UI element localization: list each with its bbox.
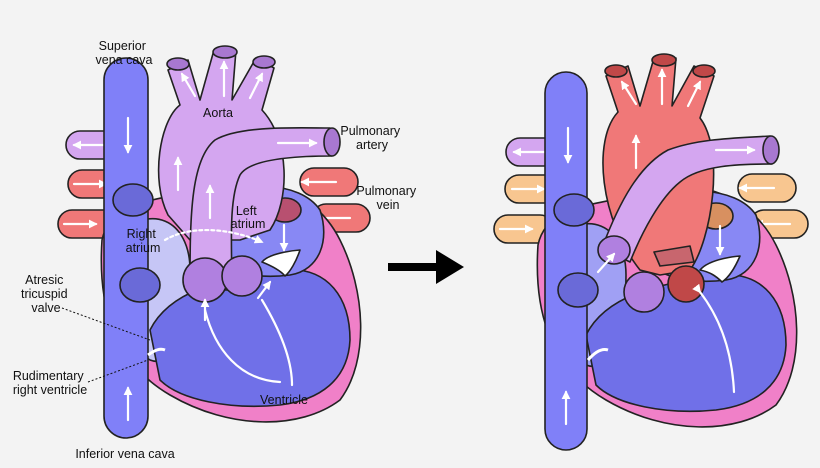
label-superior-vena-cava: Superior vena cava: [96, 39, 153, 67]
vena-cava: [103, 57, 149, 439]
label-right-atrium: Right atrium: [126, 227, 161, 255]
right-arrow-icon: [388, 250, 464, 284]
ivc-opening: [119, 267, 161, 303]
label-rudimentary-right-ventricle: Rudimentary right ventricle: [13, 369, 87, 397]
label-pulmonary-artery: Pulmonary artery: [340, 124, 403, 152]
svc-opening: [112, 183, 154, 217]
after-vena-cava: [544, 71, 588, 451]
label-pulmonary-vein: Pulmonary vein: [356, 184, 419, 212]
label-atresic-tricuspid-valve: Atresic tricuspid valve: [21, 273, 71, 315]
heart-after: [493, 53, 809, 451]
valves: [182, 249, 301, 303]
heart-before: [57, 45, 371, 439]
rudimentary-right-ventricle: [147, 347, 166, 357]
surgical-patch: [653, 245, 695, 267]
label-ventricle: Ventricle: [260, 393, 308, 407]
label-left-atrium: Left atrium: [231, 204, 266, 231]
label-aorta: Aorta: [203, 106, 233, 120]
label-inferior-vena-cava: Inferior vena cava: [75, 447, 174, 461]
labels: Superior vena cava Aorta Pulmonary arter…: [13, 39, 419, 461]
